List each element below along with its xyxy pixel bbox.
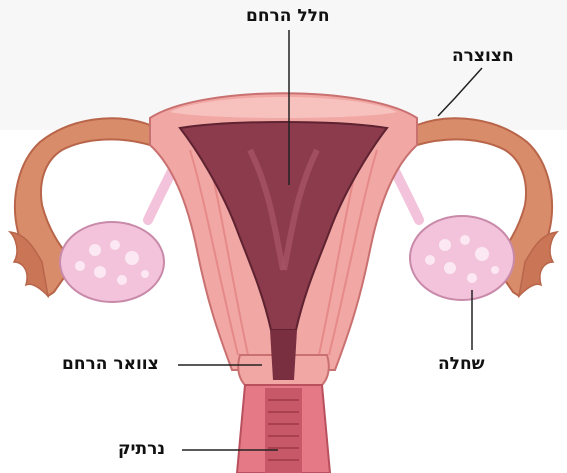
label-cervix: צוואר הרחם <box>62 356 159 373</box>
vagina <box>237 385 330 473</box>
label-uterine-cavity: חלל הרחם <box>246 8 330 25</box>
left-ovary <box>60 222 164 302</box>
right-ovary <box>410 216 514 300</box>
label-vagina: נרתיק <box>118 441 165 458</box>
label-fallopian-tube: חצוצרה <box>452 48 514 65</box>
label-ovary: שחלה <box>438 356 485 373</box>
